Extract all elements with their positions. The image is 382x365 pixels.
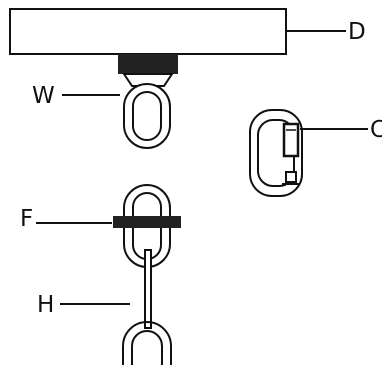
label-w: W [32,83,55,109]
chain: H [37,249,172,365]
swivel-hook-nut [118,54,178,74]
ceiling-mount: D [9,8,366,55]
ceiling-mount-plate [9,8,287,55]
swivel-hook-collar [122,73,174,87]
ring-clamp: F [20,184,181,268]
swivel-hook: W [32,54,178,149]
label-d: D [348,19,366,45]
clamp-band [113,216,181,228]
carabiner-sleeve [282,122,300,158]
chain-link-lower [122,321,172,365]
label-h: H [37,292,54,318]
carabiner: C [249,109,382,197]
label-f: F [20,206,33,232]
label-c: C [370,117,382,143]
swivel-hook-eye-inner [132,91,162,141]
carabiner-lock [285,171,297,183]
chain-link-lower-inner [131,330,163,365]
chain-link-vertical [144,249,152,329]
